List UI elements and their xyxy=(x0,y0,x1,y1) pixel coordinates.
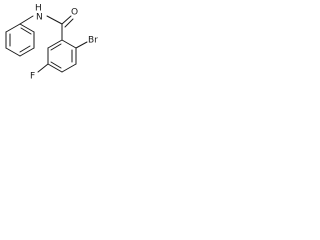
c-n-bond xyxy=(19,15,34,25)
ring-bond xyxy=(47,39,63,49)
ring-bond xyxy=(61,39,77,49)
phenyl-bond xyxy=(19,47,35,57)
chemical-structure-diagram: H N O Br F xyxy=(5,4,98,82)
carbonyl-double-bond xyxy=(64,18,74,28)
phenyl-bond xyxy=(5,23,21,33)
ring-double-bond xyxy=(50,43,62,51)
nitrogen-label: N xyxy=(36,13,43,23)
phenyl-bond xyxy=(19,23,35,33)
ring-bond xyxy=(47,63,63,73)
n-c-amide-bond xyxy=(46,15,63,25)
c-f-bond xyxy=(37,63,49,73)
carbonyl-bond xyxy=(61,15,72,25)
ring-double-bond xyxy=(50,61,62,69)
phenyl-bond xyxy=(5,47,21,57)
fluorine-label: F xyxy=(30,72,35,82)
phenyl-ring xyxy=(5,23,35,57)
bromofluorophenyl-ring xyxy=(47,39,77,73)
bromine-label: Br xyxy=(88,36,98,46)
c-br-bond xyxy=(75,41,88,49)
ring-bond xyxy=(61,63,77,73)
phenyl-double-bond xyxy=(19,45,31,53)
hydrogen-label: H xyxy=(35,4,42,14)
oxygen-label: O xyxy=(71,8,78,18)
phenyl-double-bond xyxy=(20,27,32,35)
